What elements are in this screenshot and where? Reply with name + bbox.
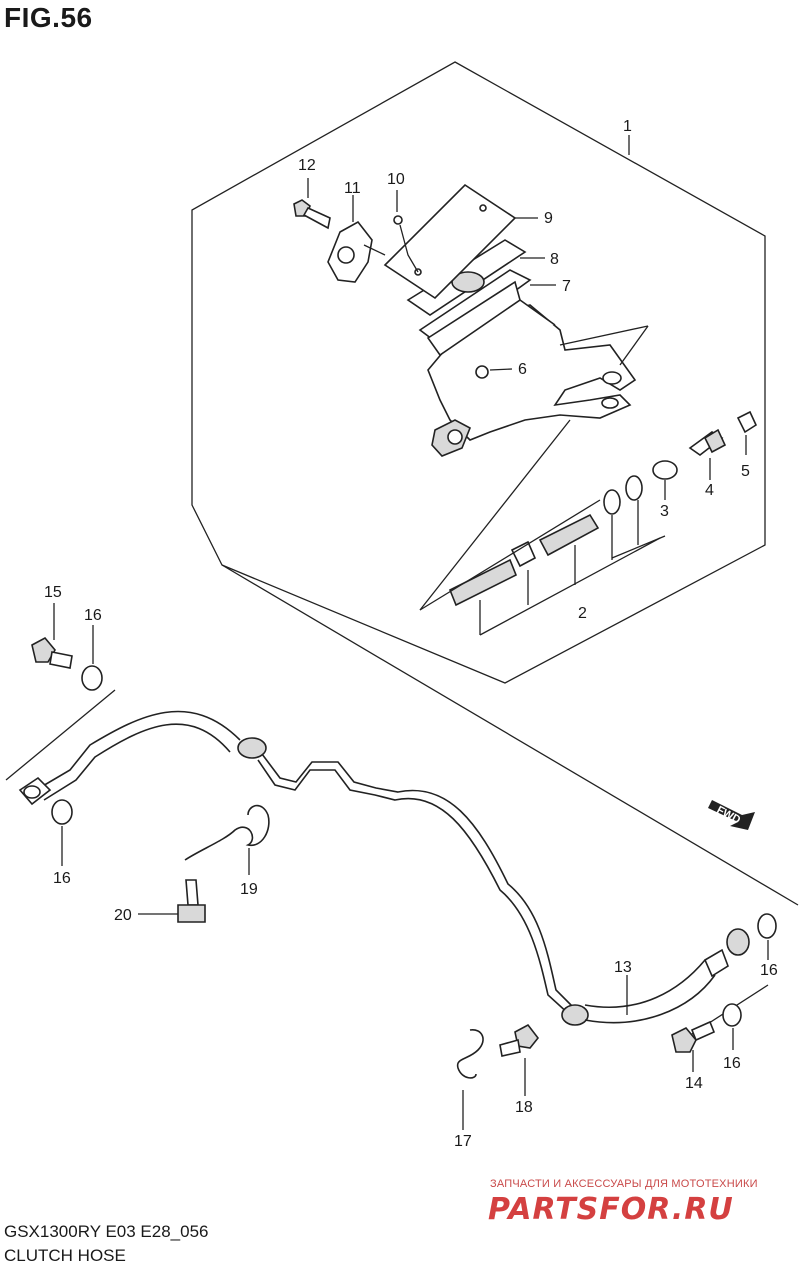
callout-10: 10	[387, 171, 405, 188]
callout-leaders	[53, 603, 769, 1130]
fwd-arrow: FWD	[708, 800, 755, 830]
callout-9: 9	[544, 210, 553, 227]
model-code: GSX1300RY E03 E28_056	[4, 1222, 209, 1241]
assembly-frame	[191, 61, 766, 684]
callout-2: 2	[578, 605, 587, 622]
piston-rings	[603, 460, 678, 560]
pushrod-boot	[736, 410, 758, 455]
callout-16-right-upper: 16	[760, 962, 778, 979]
callout-6: 6	[518, 361, 527, 378]
master-cylinder-body	[427, 299, 649, 457]
callout-7: 7	[562, 278, 571, 295]
clamp-bolt	[293, 178, 331, 230]
callout-1: 1	[623, 118, 632, 135]
clutch-hose	[5, 689, 769, 1046]
washer-right-upper	[757, 913, 777, 939]
diaphragm-plate	[418, 269, 556, 357]
cap-screw	[393, 190, 419, 273]
callout-5: 5	[741, 463, 750, 480]
callout-8: 8	[550, 251, 559, 268]
callout-18: 18	[515, 1099, 533, 1116]
hose-clip-upper	[184, 804, 270, 861]
callout-12: 12	[298, 157, 316, 174]
fwd-label: FWD	[715, 804, 743, 826]
callout-13: 13	[614, 959, 632, 976]
cylinder-axis-line	[419, 419, 571, 611]
diagram-name: CLUTCH HOSE	[4, 1246, 126, 1265]
callout-19: 19	[240, 881, 258, 898]
watermark-logo: PARTSFOR.RU	[488, 1192, 734, 1227]
callout-20: 20	[114, 907, 132, 924]
reservoir-cap	[383, 183, 538, 300]
washer-lower-left	[51, 799, 73, 825]
callout-11: 11	[344, 180, 361, 197]
callout-17: 17	[454, 1133, 472, 1150]
clip-bolt-20	[177, 879, 206, 923]
callout-16-lower-left: 16	[53, 870, 71, 887]
washer-upper	[81, 665, 103, 691]
union-bolt-upper	[31, 636, 73, 669]
bleeder-screw	[475, 365, 513, 379]
callout-4: 4	[705, 482, 714, 499]
hose-clip-lower	[456, 1029, 484, 1079]
watermark-caption: ЗАПЧАСТИ И АКСЕССУАРЫ ДЛЯ МОТОТЕХНИКИ	[490, 1178, 758, 1190]
callout-16-right-lower: 16	[723, 1055, 741, 1072]
washer-right-lower	[722, 1003, 742, 1027]
clip-bolt-18	[499, 1023, 540, 1057]
callout-16-upper: 16	[84, 607, 102, 624]
callout-14: 14	[685, 1075, 703, 1092]
pushrod	[688, 428, 727, 480]
piston-assembly	[419, 499, 661, 636]
assembly-leader-line	[221, 564, 799, 906]
figure-title: FIG.56	[4, 2, 93, 33]
union-bolt-lower	[671, 1020, 716, 1053]
callout-3: 3	[660, 503, 669, 520]
callout-15: 15	[44, 584, 62, 601]
handlebar-clamp	[327, 195, 386, 283]
